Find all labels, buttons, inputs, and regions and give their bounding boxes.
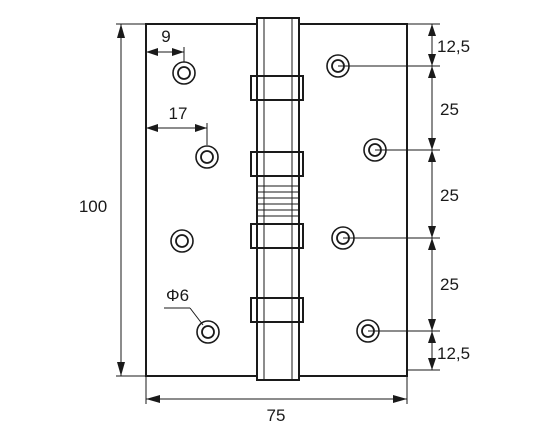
screw-hole bbox=[170, 229, 194, 253]
right-segment-3-label: 25 bbox=[440, 186, 459, 205]
knuckle-section-1 bbox=[250, 75, 304, 101]
screw-holes bbox=[170, 54, 387, 344]
screw-hole bbox=[196, 320, 220, 344]
knuckle-section-4 bbox=[250, 297, 304, 323]
dimension-right-chain: 12,5 25 25 25 12,5 bbox=[338, 23, 470, 371]
offset-9-label: 9 bbox=[161, 27, 170, 46]
right-segment-2-label: 25 bbox=[440, 100, 459, 119]
width-label: 75 bbox=[267, 406, 286, 425]
dimension-width: 75 bbox=[145, 376, 408, 425]
dimension-hole-diameter: Φ6 bbox=[164, 286, 204, 326]
right-segment-1-label: 12,5 bbox=[437, 37, 470, 56]
knuckle-barrel bbox=[256, 17, 300, 381]
right-leaf bbox=[298, 23, 408, 377]
height-label: 100 bbox=[79, 197, 107, 216]
hinge-body bbox=[145, 17, 408, 381]
offset-17-label: 17 bbox=[169, 104, 188, 123]
screw-hole bbox=[195, 145, 219, 169]
screw-hole bbox=[172, 61, 196, 85]
right-segment-5-label: 12,5 bbox=[437, 344, 470, 363]
knuckle-section-2 bbox=[250, 151, 304, 177]
hole-diameter-label: Φ6 bbox=[166, 286, 189, 305]
right-segment-4-label: 25 bbox=[440, 275, 459, 294]
dimension-offset-17: 17 bbox=[146, 104, 208, 145]
dimension-height: 100 bbox=[79, 23, 146, 377]
knuckle-section-3 bbox=[250, 223, 304, 249]
dimension-offset-9: 9 bbox=[146, 27, 185, 62]
